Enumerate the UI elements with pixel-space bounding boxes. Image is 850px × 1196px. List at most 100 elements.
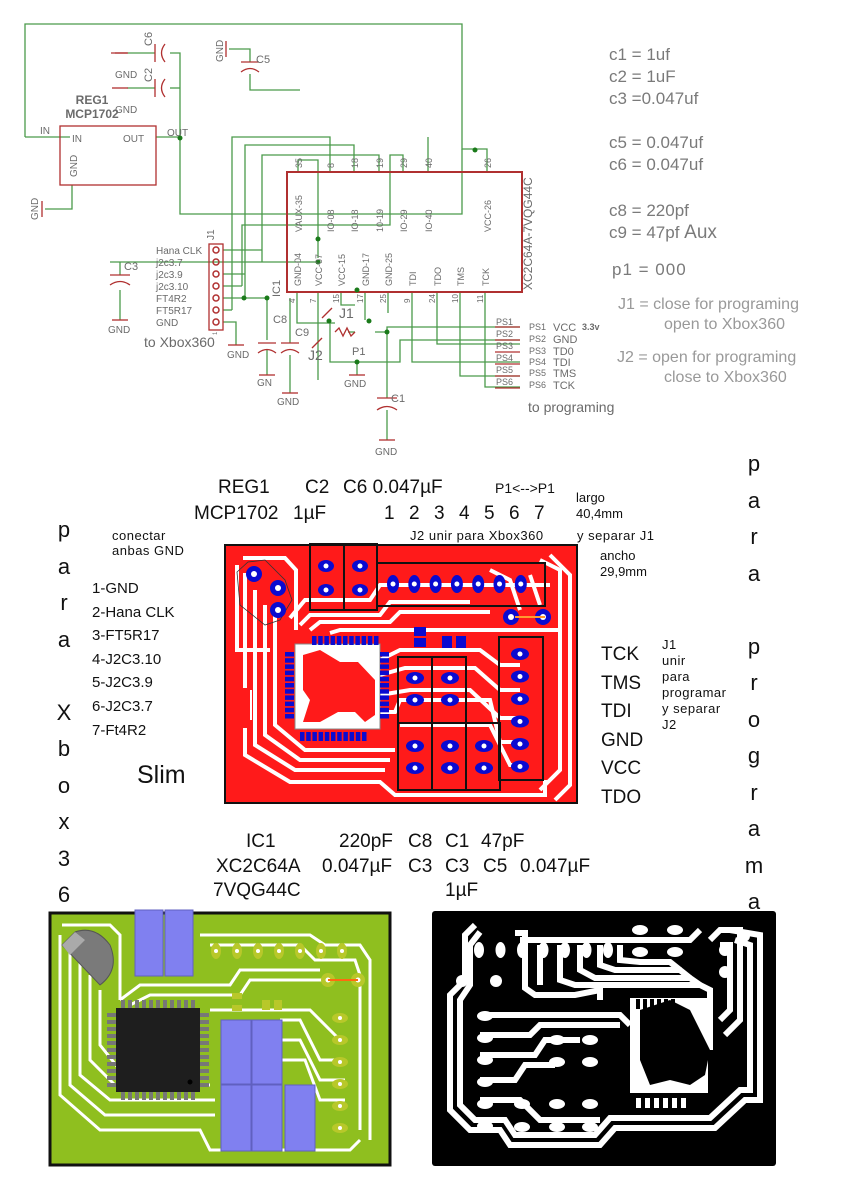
pad (246, 566, 262, 582)
ic-pin (191, 1000, 195, 1009)
pcb-red-pads (246, 560, 551, 774)
qfp-pad (657, 999, 661, 1009)
pad (332, 1013, 348, 1023)
ic1-box (286, 171, 523, 293)
xbox-pin-item: 7-Ft4R2 (92, 721, 147, 739)
ps-label-name: GND (553, 334, 578, 346)
pad (549, 1122, 565, 1132)
pad (632, 947, 648, 957)
pad-hole (483, 1036, 487, 1040)
pcb-green-board (48, 911, 392, 1167)
ic-pin (149, 1000, 153, 1009)
reg1-net-in: IN (40, 126, 50, 137)
pad-hole (477, 948, 481, 952)
pad-hole (256, 949, 260, 953)
qfp-pad (355, 636, 360, 645)
pad (719, 944, 731, 956)
gnd-label-c2: GND (115, 105, 137, 116)
qfp-pad (380, 707, 389, 713)
c1-value-note: c1 = 1uf (609, 45, 670, 64)
pad-hole (459, 978, 465, 984)
pad-hole (673, 950, 677, 954)
reg1-pin-in: IN (72, 134, 82, 145)
ic-pin (107, 1041, 116, 1045)
pcb-ic-part-line2: 7VQG44C (213, 880, 301, 901)
ic-pin1-dot (187, 1079, 193, 1085)
qfp-pad (650, 999, 654, 1009)
pad-hole (355, 977, 361, 983)
pad (332, 1101, 348, 1111)
prog-pin-item: TDO (601, 786, 642, 808)
ic-pin (191, 1091, 195, 1100)
ic-pin (163, 1000, 167, 1009)
pin-number: 4 (459, 503, 470, 524)
pad-hole (555, 1038, 559, 1042)
ic-pin (128, 1091, 132, 1100)
schematic: REG1 MCP1702 IN IN OUT OUT GND C6 C2 C5 … (24, 23, 614, 458)
pcb-reg1-label: REG1 (218, 477, 270, 498)
pad (477, 1011, 493, 1021)
j1-connector-box (208, 243, 224, 331)
pcb-black-pads (456, 925, 750, 1132)
qfp-pad (285, 664, 294, 669)
ps-label-name: TMS (553, 368, 576, 380)
pad (511, 715, 529, 728)
ic-pin (107, 1083, 116, 1087)
pad-hole (357, 563, 363, 569)
ic1-part: XC2C64A-7VQG44C (521, 177, 535, 290)
qfp-pad (636, 999, 640, 1009)
ic1-pin-number: 4 (288, 298, 297, 303)
j1-note-line1: J1 = close for programing (618, 296, 799, 313)
pad (517, 942, 527, 958)
ic-pin (128, 1000, 132, 1009)
vertical-letter: a (57, 553, 71, 579)
ps-label-extra: 3.3v (582, 322, 600, 332)
c8-label: C8 (273, 314, 287, 326)
ic1-bottom-pins: GND-044VCC-077VCC-1515GND-1717GND-2525TD… (288, 253, 491, 303)
pad-hole (411, 581, 417, 587)
qfp-pad (380, 701, 389, 707)
pad (477, 1033, 493, 1043)
pcb-black-mask (432, 911, 776, 1166)
pad-hole (475, 581, 481, 587)
ic1-ref: IC1 (271, 280, 283, 297)
qfp-pad (285, 670, 294, 676)
pad-hole (412, 697, 418, 703)
pad (511, 648, 529, 660)
ps-pin: PS3 (496, 341, 513, 351)
j1-pin-label: j2c3.10 (155, 282, 189, 293)
ic1-pin-name: TMS (456, 267, 466, 286)
pad (274, 943, 284, 959)
pad (406, 762, 424, 774)
ic1-pin-name: TDO (433, 267, 443, 286)
pad (316, 943, 326, 959)
regulator-3d-face (62, 932, 85, 955)
qfp-pad (362, 732, 367, 741)
vertical-letter: o (57, 772, 71, 798)
j1-pin-label: FT5R17 (156, 306, 193, 317)
pcb-c2-label: C2 (305, 477, 330, 498)
qfp-pad (285, 658, 294, 663)
ic1-pin-number: 26 (483, 158, 493, 168)
qfp-pad (374, 636, 379, 645)
pcb-ic-part-line1: XC2C64A (216, 856, 301, 877)
pad-hole (298, 949, 302, 953)
j2-note-line2: close to Xbox360 (664, 369, 787, 386)
pad-hole (338, 1082, 342, 1086)
ic-pin (149, 1091, 153, 1100)
pad-hole (275, 607, 281, 613)
ic1-pin-name: IO-40 (424, 209, 434, 232)
pad-hole (447, 697, 453, 703)
pad-hole (214, 949, 218, 953)
pad (351, 973, 365, 987)
vertical-letter: a (57, 626, 71, 652)
qfp-pad (380, 695, 389, 700)
qfp-pad (380, 664, 389, 669)
pad (295, 943, 305, 959)
j1-prog-note-line: J2 (662, 717, 677, 732)
pad (538, 942, 549, 958)
pad (387, 575, 399, 593)
ic-pin (121, 1000, 125, 1009)
ic-3d-body (116, 1008, 200, 1092)
